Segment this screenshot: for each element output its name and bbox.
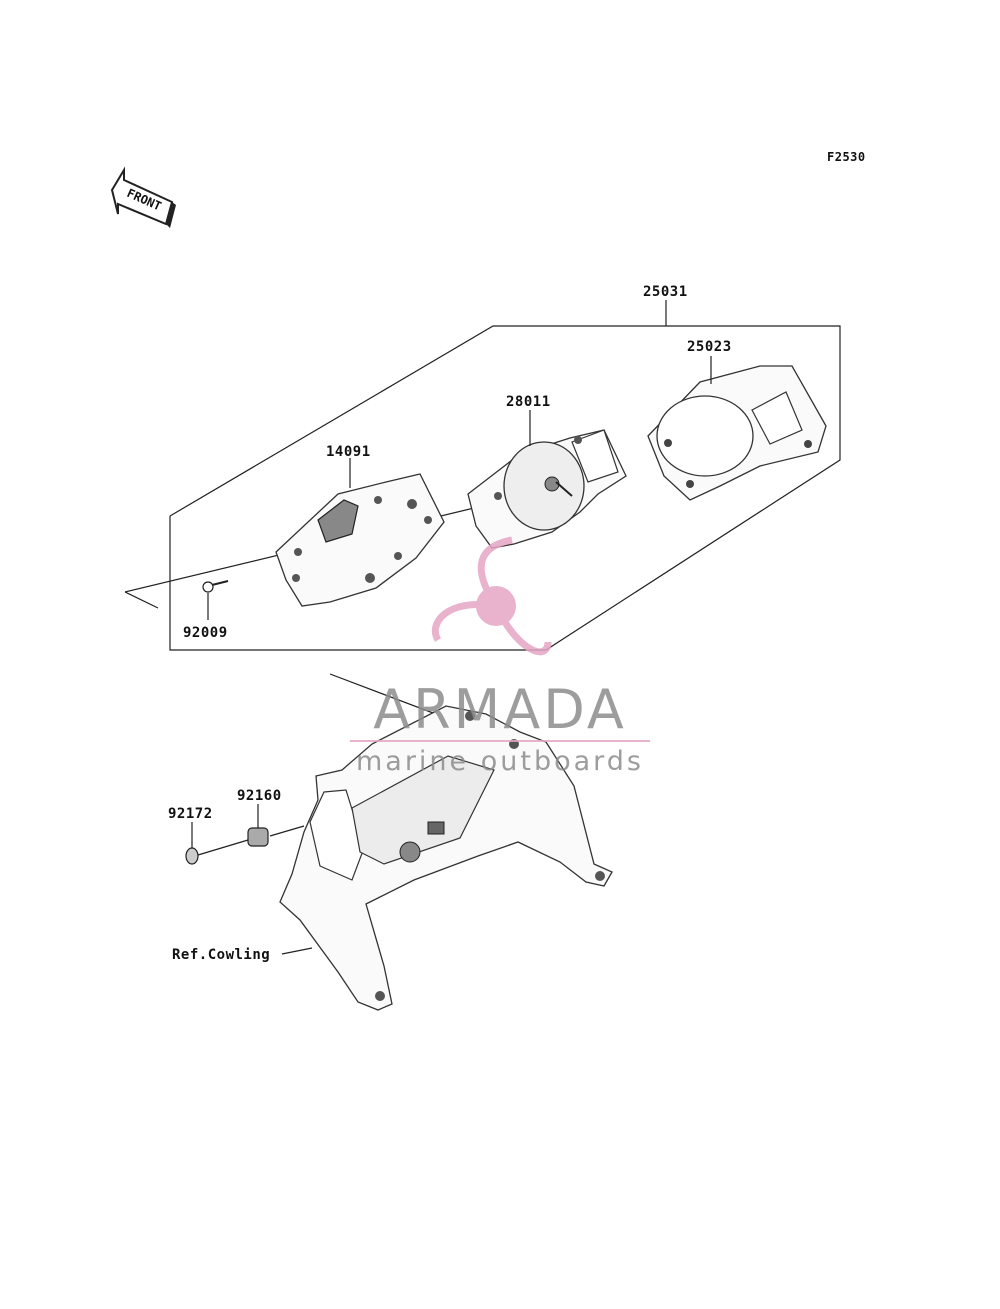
label-14091: 14091 (326, 444, 371, 460)
front-arrow-icon: FRONT (110, 166, 176, 228)
watermark-tagline: marine outboards (356, 746, 644, 777)
armada-watermark: ARMADA marine outboards (350, 536, 650, 777)
label-25023: 25023 (687, 339, 732, 355)
grommet-92160 (247, 825, 305, 847)
label-25031: 25031 (643, 284, 688, 300)
screw-92172 (185, 839, 249, 865)
label-92160: 92160 (237, 788, 282, 804)
cowling-bracket (279, 673, 613, 1011)
label-92009: 92009 (183, 625, 228, 641)
meter-assembly-28011 (467, 429, 627, 549)
label-92172: 92172 (168, 806, 213, 822)
label-28011: 28011 (506, 394, 551, 410)
screw-92009 (202, 580, 229, 593)
diagram-code: F2530 (827, 150, 866, 164)
meter-case-14091 (275, 473, 445, 607)
watermark-brand: ARMADA (373, 678, 627, 741)
label-ref-cowling: Ref.Cowling (172, 947, 270, 963)
meter-cover-25023 (647, 365, 827, 501)
